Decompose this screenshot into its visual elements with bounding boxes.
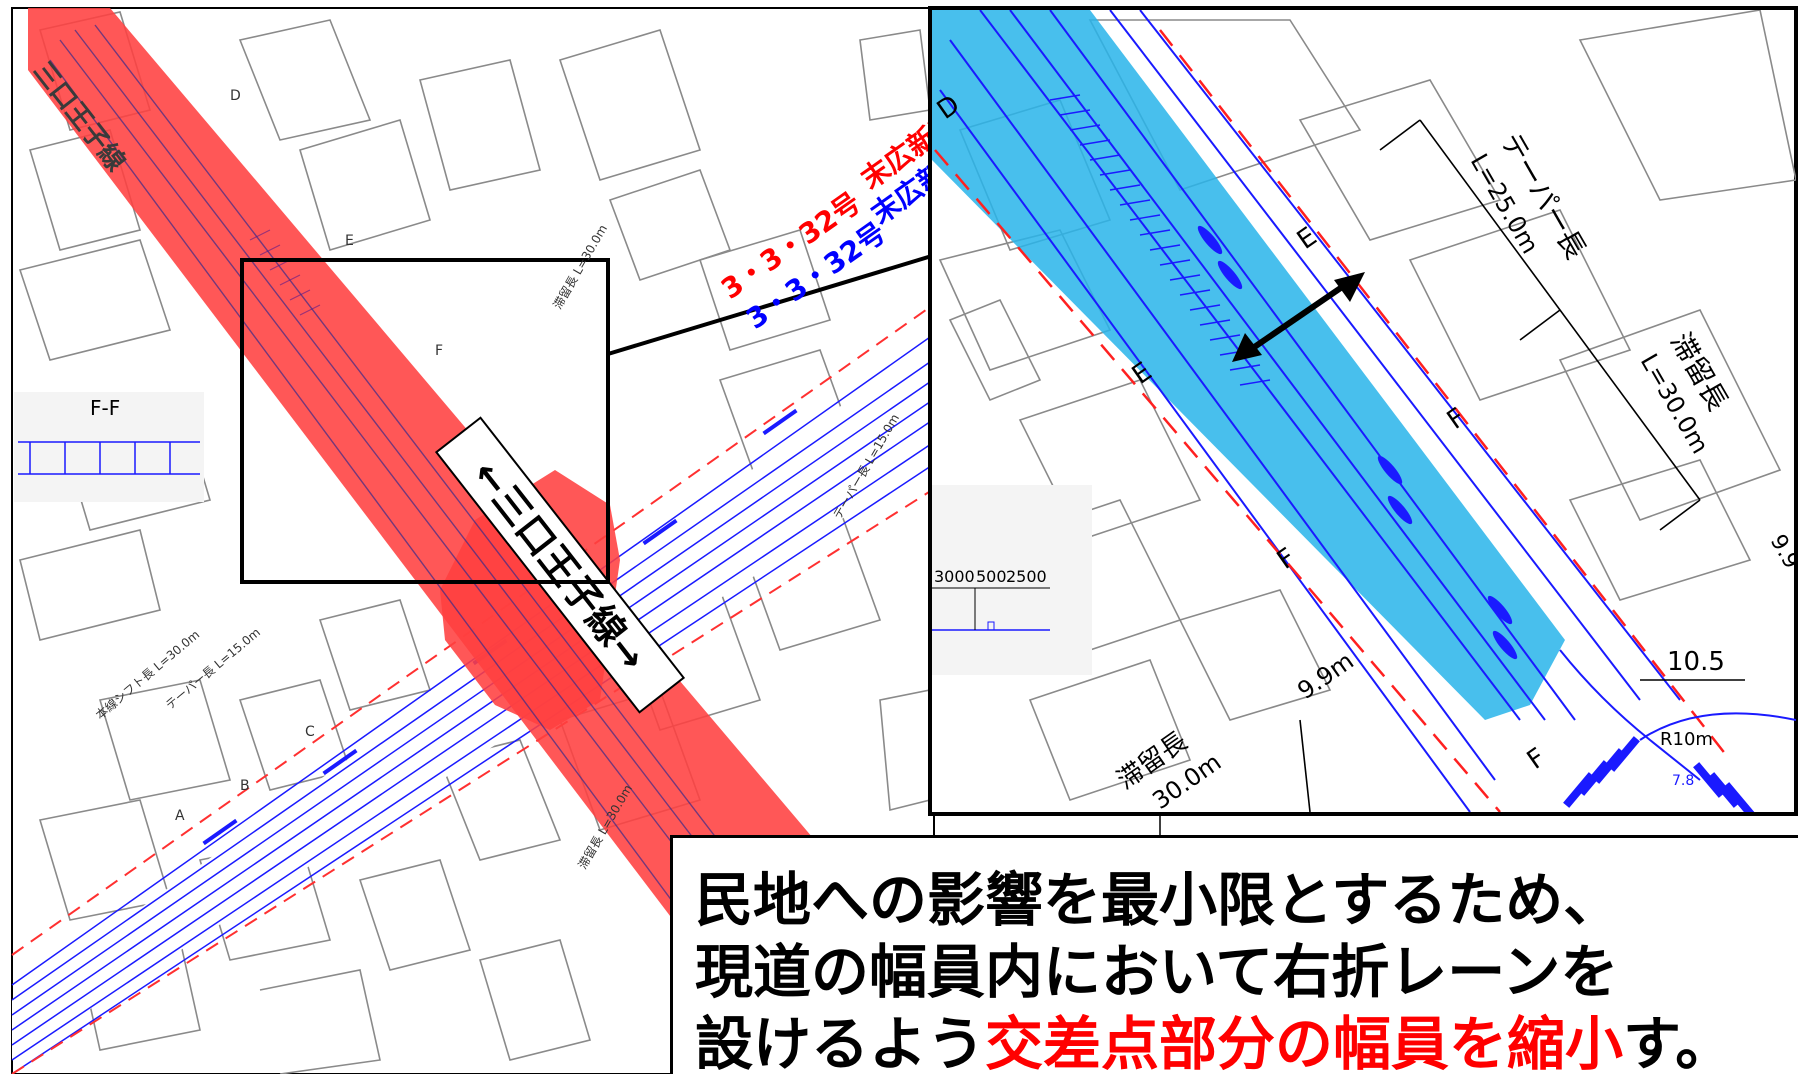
detail-boundary-lines <box>934 29 1731 812</box>
detail-intersection-curb <box>1559 649 1796 781</box>
caption-line-3: 設けるよう交差点部分の幅員を縮小す。 <box>695 1008 1798 1074</box>
red-road <box>28 8 841 1074</box>
cs-dim-3: 2500 <box>1006 567 1047 586</box>
detail-road-band <box>932 10 1565 720</box>
detail-hatching <box>1049 94 1271 386</box>
section-marker-d: D <box>230 88 241 104</box>
radius-dimension: R10m <box>1660 729 1713 750</box>
caption-line-2: 現道の幅員内において右折レーンを <box>695 938 1619 1006</box>
detail-dimension-lines <box>1299 119 1745 812</box>
caption-line-1: 民地への影響を最小限とするため、 <box>695 866 1622 934</box>
cs-dim-2: 500 <box>976 567 1007 586</box>
width-dimension: 10.5 <box>1667 647 1725 677</box>
lane-arrows <box>1197 225 1518 660</box>
detail-road-lines <box>939 10 1681 812</box>
caption-highlight: 交差点部分の幅員を縮小 <box>985 1010 1624 1074</box>
caption-box: 民地への影響を最小限とするため、 現道の幅員内において右折レーンを 設けるよう交… <box>670 835 1798 1074</box>
cross-section-inset: F-F <box>14 392 204 502</box>
section-markers: A B C D E F <box>175 88 443 824</box>
section-marker-a: A <box>175 808 185 824</box>
cs-dim-1: 3000 <box>934 567 975 586</box>
caption-line-3-suffix: す。 <box>1623 1010 1734 1074</box>
zoom-connector <box>607 253 936 356</box>
small-dimension: 7.8 <box>1672 773 1694 789</box>
section-marker-b: B <box>240 778 250 794</box>
zoom-rectangle <box>240 258 610 584</box>
section-title: F-F <box>90 396 120 420</box>
section-marker-e: E <box>345 233 354 249</box>
width-double-arrow <box>1232 272 1365 362</box>
section-marker-f: F <box>435 343 443 359</box>
detail-cross-section: 3000 500 2500 <box>932 485 1092 675</box>
caption-line-3-prefix: 設けるよう <box>695 1010 986 1074</box>
section-marker-c: C <box>305 724 315 740</box>
detail-crosswalk <box>1563 736 1755 812</box>
